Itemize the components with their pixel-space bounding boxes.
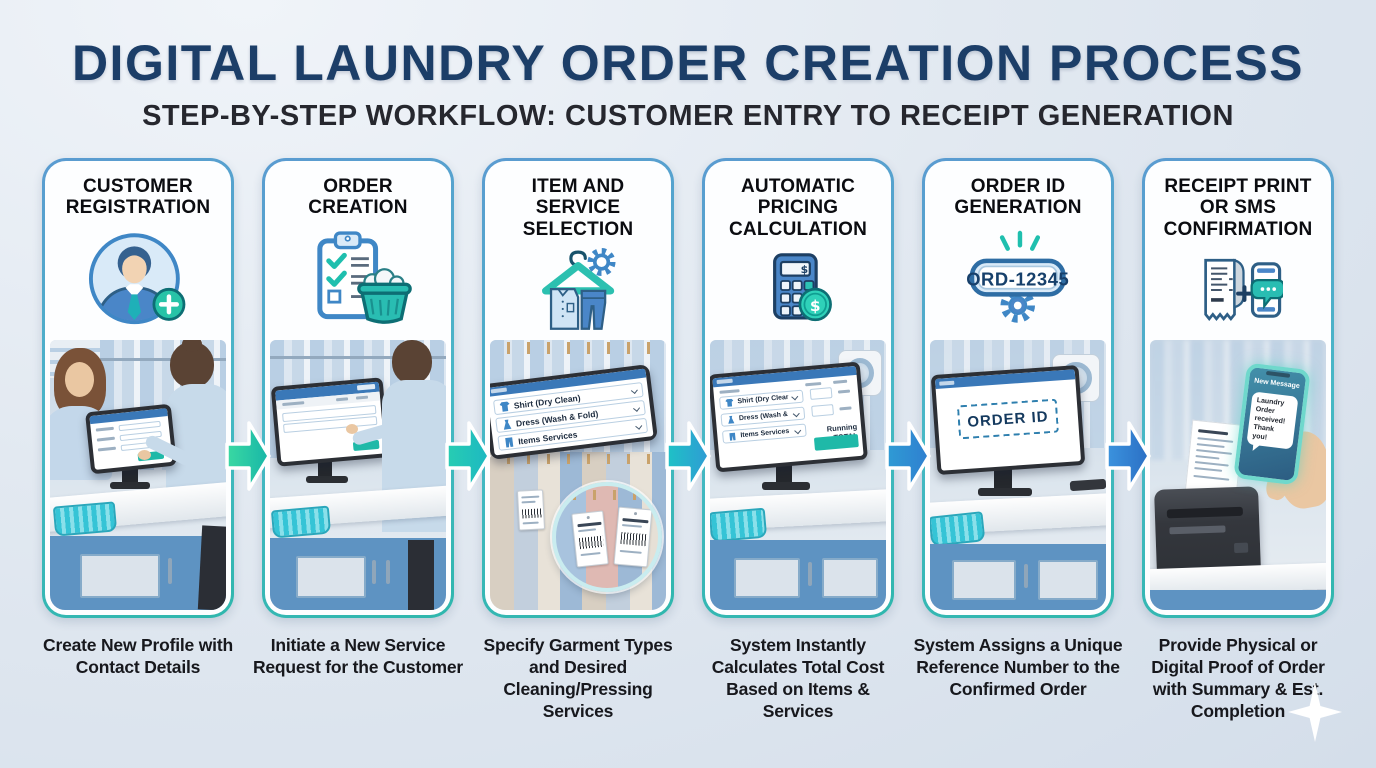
flow-arrow-icon <box>665 421 711 491</box>
clipboard-checklist-basket-icon <box>265 221 451 340</box>
laundry-basket <box>52 501 118 537</box>
chevron-down-icon <box>792 410 800 418</box>
flow-arrow-icon <box>1105 421 1151 491</box>
laundry-basket <box>710 507 768 543</box>
header: DIGITAL LAUNDRY ORDER CREATION PROCESS S… <box>0 34 1376 133</box>
flow-arrow-icon <box>225 421 271 491</box>
pos-monitor: Shirt (Dry Clean) Dress (Wash & Fold) It… <box>710 361 868 473</box>
sms-bubble: Laundry Order received! Thank you! <box>1246 391 1299 451</box>
chevron-down-icon <box>633 404 641 412</box>
pants-glyph-icon <box>504 437 515 448</box>
person-add-icon <box>45 221 231 340</box>
step-description: Provide Physical or Digital Proof of Ord… <box>1151 635 1325 722</box>
staff-body <box>166 384 226 496</box>
step-card-pricing-calculation: AUTOMATIC PRICING CALCULATION $ $ <box>702 158 894 618</box>
flow-arrow-icon <box>445 421 491 491</box>
garment-tag <box>516 489 546 531</box>
page-subtitle: STEP-BY-STEP WORKFLOW: CUSTOMER ENTRY TO… <box>142 100 1234 132</box>
step-description: System Assigns a Unique Reference Number… <box>913 635 1123 700</box>
step-description: Create New Profile with Contact Details <box>43 635 233 678</box>
shirt-glyph-icon <box>499 401 510 412</box>
photo-order-id: ORDER ID <box>930 340 1106 610</box>
sms-header: New Message <box>1253 377 1301 391</box>
step-card-order-id-generation: ORDER ID GENERATION ORD-12345 <box>922 158 1114 618</box>
step-title: RECEIPT PRINT OR SMS CONFIRMATION <box>1163 176 1313 240</box>
tag-zoom-inset <box>552 482 662 592</box>
step-title: ORDER CREATION <box>308 176 408 219</box>
page-title: DIGITAL LAUNDRY ORDER CREATION PROCESS <box>71 35 1305 91</box>
pos-monitor: ORDER ID <box>930 364 1086 476</box>
pos-monitor <box>84 403 178 475</box>
shirt-glyph-icon <box>725 398 734 407</box>
order-id-badge-text: ORD-12345 <box>966 268 1069 289</box>
photo-customer-registration <box>50 340 226 610</box>
dress-glyph-icon <box>727 415 736 424</box>
garments-hanger-gear-icon <box>485 242 671 340</box>
receipt-phone-sms-icon <box>1145 242 1331 340</box>
total-button <box>813 433 859 451</box>
svg-text:$: $ <box>810 297 821 315</box>
photo-order-creation <box>270 340 446 610</box>
step-card-order-creation: ORDER CREATION <box>262 158 454 618</box>
laundry-basket <box>270 505 332 539</box>
photo-pricing-calculation: Shirt (Dry Clean) Dress (Wash & Fold) It… <box>710 340 886 610</box>
laundry-basket <box>930 511 986 547</box>
pants-glyph-icon <box>728 432 737 441</box>
calculator-dollar-icon: $ $ <box>705 242 891 340</box>
step-descriptions-row: Create New Profile with Contact Details … <box>32 634 1344 722</box>
customer-face <box>65 362 94 397</box>
dress-glyph-icon <box>501 419 512 430</box>
workflow-steps-row: CUSTOMER REGISTRATION <box>42 158 1334 618</box>
step-description: Initiate a New Service Request for the C… <box>252 635 464 678</box>
svg-text:$: $ <box>801 263 809 276</box>
pos-monitor <box>270 377 390 467</box>
step-title: CUSTOMER REGISTRATION <box>65 176 211 219</box>
step-title: ITEM AND SERVICE SELECTION <box>522 176 634 240</box>
photo-receipt-sms: New Message Laundry Order received! Than… <box>1150 340 1326 610</box>
item-row-services: Items Services <box>721 423 807 444</box>
order-id-placeholder: ORDER ID <box>956 398 1059 440</box>
step-description: System Instantly Calculates Total Cost B… <box>711 635 885 722</box>
photo-item-service-selection: Shirt (Dry Clean) Dress (Wash & Fold) It… <box>490 340 666 610</box>
chevron-down-icon <box>635 422 643 430</box>
chevron-down-icon <box>794 427 802 435</box>
step-card-receipt-sms: RECEIPT PRINT OR SMS CONFIRMATION <box>1142 158 1334 618</box>
order-id-gear-icon: ORD-12345 <box>925 221 1111 340</box>
step-description: Specify Garment Types and Desired Cleani… <box>483 635 673 722</box>
chevron-down-icon <box>791 393 799 401</box>
step-title: AUTOMATIC PRICING CALCULATION <box>729 176 867 240</box>
step-title: ORDER ID GENERATION <box>954 176 1082 219</box>
step-card-item-service-selection: ITEM AND SERVICE SELECTION <box>482 158 674 618</box>
step-card-customer-registration: CUSTOMER REGISTRATION <box>42 158 234 618</box>
flow-arrow-icon <box>885 421 931 491</box>
staff-hair <box>392 340 432 384</box>
chevron-down-icon <box>630 386 638 395</box>
